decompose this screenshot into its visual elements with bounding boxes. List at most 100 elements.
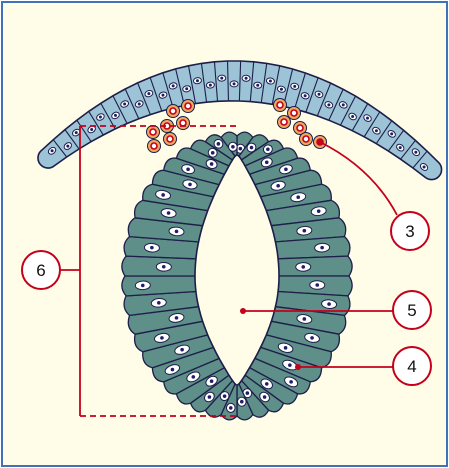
neural-tube-nucleus-dot	[327, 302, 331, 306]
neural-tube-nucleus-dot	[188, 183, 192, 187]
ectoderm-nucleus-dot	[233, 82, 236, 85]
ectoderm-nucleus-dot	[114, 114, 117, 117]
neural-tube-nucleus-dot	[191, 375, 195, 379]
neural-tube-nucleus-dot	[175, 230, 179, 234]
neural-crest-nucleus	[303, 136, 309, 142]
callout-4: 4	[393, 347, 431, 385]
neural-tube-nucleus-dot	[167, 211, 171, 215]
neural-tube-nucleus-dot	[263, 395, 267, 399]
ectoderm-nucleus-dot	[327, 103, 330, 106]
neural-tube-nucleus-dot	[150, 246, 154, 250]
ectoderm-nucleus-dot	[318, 93, 321, 96]
neural-crest-nucleus	[170, 108, 176, 114]
ectoderm-nucleus-dot	[185, 87, 188, 90]
ectoderm-nucleus-dot	[293, 85, 296, 88]
ectoderm-nucleus-dot	[256, 84, 259, 87]
ectoderm-nucleus-dot	[172, 84, 175, 87]
neural-tube-nucleus-dot	[301, 265, 305, 269]
ectoderm-nucleus-dot	[269, 79, 272, 82]
neural-crest-nucleus	[150, 129, 156, 135]
neural-tube-nucleus-dot	[284, 167, 288, 171]
neural-tube-nucleus-dot	[217, 142, 221, 146]
neural-tube-nucleus-dot	[250, 146, 254, 150]
neural-tube-nucleus-dot	[315, 283, 319, 287]
neural-tube-nucleus-dot	[210, 379, 214, 383]
neural-tube-nucleus-dot	[175, 316, 179, 320]
neural-crest-nucleus	[151, 143, 157, 149]
ectoderm-nucleus-dot	[399, 146, 402, 149]
ectoderm-nucleus-dot	[147, 92, 150, 95]
ectoderm-nucleus-dot	[351, 115, 354, 118]
ectoderm-nucleus-dot	[75, 131, 78, 134]
ectoderm-nucleus-dot	[366, 117, 369, 120]
ectoderm-nucleus-dot	[414, 151, 417, 154]
neural-tube-nucleus-dot	[157, 301, 161, 305]
neural-tube-nucleus-dot	[276, 184, 280, 188]
neural-tube-nucleus-dot	[288, 363, 292, 367]
neural-tube-nucleus-dot	[160, 336, 164, 340]
neural-tube-nucleus-dot	[141, 284, 145, 288]
callout-3: 3	[391, 212, 429, 250]
leader-dot-3	[318, 140, 323, 145]
neural-tube-nucleus-dot	[317, 209, 321, 213]
neural-tube-nucleus-dot	[265, 160, 269, 164]
neural-tube-nucleus-dot	[296, 195, 300, 199]
neural-tube-nucleus-dot	[161, 193, 165, 197]
neural-tube-cell	[278, 256, 352, 276]
callout-5-label: 5	[407, 301, 416, 320]
callout-5: 5	[393, 291, 431, 329]
neural-tube-nucleus-dot	[303, 229, 307, 233]
neural-tube-nucleus-dot	[284, 346, 288, 350]
ectoderm-nucleus-dot	[138, 102, 141, 105]
neural-crest-nucleus	[277, 102, 283, 108]
neural-tube-nucleus-dot	[265, 382, 269, 386]
leader-dot-5	[240, 308, 246, 314]
leader-dot-4	[295, 364, 301, 370]
neural-tube-nucleus-dot	[229, 406, 233, 410]
neural-tube-nucleus-dot	[210, 162, 214, 166]
ectoderm-nucleus-dot	[390, 132, 393, 135]
ectoderm-nucleus-dot	[220, 77, 223, 80]
neural-tube-nucleus-dot	[162, 265, 166, 269]
neural-tube-nucleus-dot	[171, 368, 175, 372]
neural-tube-nucleus-dot	[180, 348, 184, 352]
neural-tube-nucleus-dot	[246, 391, 250, 395]
neural-tube-nucleus-dot	[240, 400, 244, 404]
neural-tube-nucleus-dot	[303, 317, 307, 321]
ectoderm-nucleus-dot	[196, 79, 199, 82]
neural-tube	[122, 132, 352, 420]
neural-tube-nucleus-dot	[289, 380, 293, 384]
callout-4-label: 4	[407, 357, 416, 376]
neural-tube-nucleus-dot	[266, 147, 270, 151]
neural-crest-nucleus	[185, 103, 191, 109]
ectoderm-nucleus-dot	[304, 94, 307, 97]
ectoderm-nucleus-dot	[375, 129, 378, 132]
ectoderm-nucleus-dot	[209, 84, 212, 87]
neural-crest-nucleus	[167, 136, 173, 142]
ectoderm-nucleus-dot	[123, 103, 126, 106]
callout-3-label: 3	[405, 222, 414, 241]
ectoderm-nucleus-dot	[51, 149, 54, 152]
ectoderm-nucleus-dot	[423, 166, 426, 169]
neural-tube-nucleus-dot	[211, 151, 215, 155]
neural-tube-nucleus-dot	[320, 246, 324, 250]
neural-tube-nucleus-dot	[186, 167, 190, 171]
ectoderm-nucleus-dot	[342, 103, 345, 106]
callout-6: 6	[22, 251, 60, 289]
neural-tube-nucleus-dot	[223, 394, 227, 398]
ectoderm-nucleus-dot	[245, 77, 248, 80]
neural-crest-nucleus	[297, 125, 303, 131]
ectoderm-nucleus-dot	[161, 94, 164, 97]
ectoderm-nucleus-dot	[99, 116, 102, 119]
neural-tube-nucleus-dot	[239, 147, 243, 151]
neural-crest-nucleus	[281, 119, 287, 125]
neural-tube-nucleus-dot	[231, 145, 235, 149]
ectoderm-nucleus-dot	[66, 145, 69, 148]
neural-tube-nucleus-dot	[208, 395, 212, 399]
ectoderm-nucleus-dot	[280, 88, 283, 91]
callout-6-label: 6	[36, 261, 45, 280]
neural-tube-nucleus-dot	[310, 336, 314, 340]
ectoderm-nucleus-dot	[90, 128, 93, 131]
neural-crest-nucleus	[291, 110, 297, 116]
